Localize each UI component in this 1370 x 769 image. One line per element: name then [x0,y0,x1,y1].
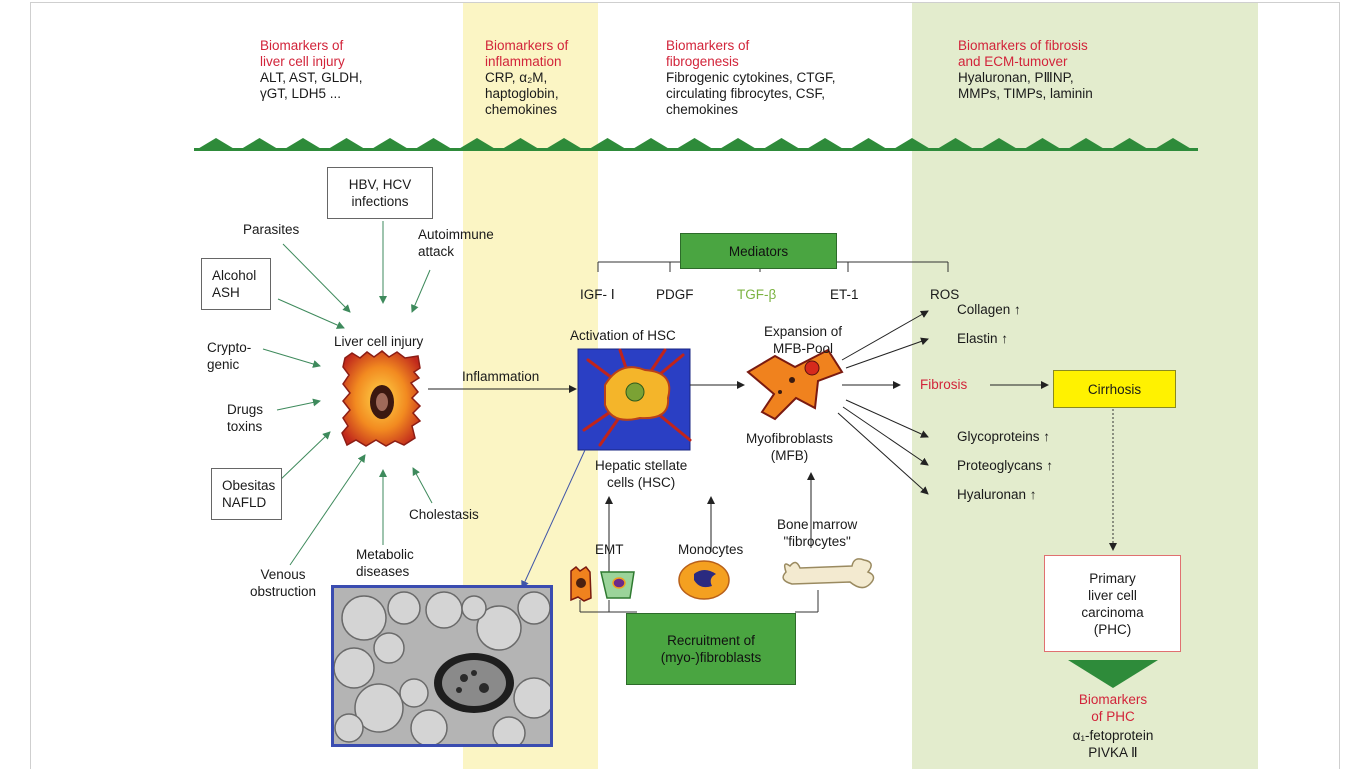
metabolic-label: Metabolic diseases [356,547,414,579]
header-title: Biomarkers of fibrosis and ECM-tumover [958,38,1088,69]
separator-triangle [761,138,802,150]
header-body: ALT, AST, GLDH, γGT, LDH5 ... [260,70,363,101]
mediator-et1: ET-1 [830,287,859,302]
monocyte-image [678,560,730,600]
product-hyaluronan: Hyaluronan ↑ [957,487,1037,502]
separator-triangle [196,138,236,150]
phc-box: Primary liver cell carcinoma (PHC) [1044,555,1181,652]
parasites-label: Parasites [243,222,300,237]
header-title: Biomarkers of fibrogenesis [666,38,750,69]
header-fibrosis-ecm: Biomarkers of fibrosis and ECM-tumover H… [958,38,1093,102]
phc-biomarkers-title: Biomarkers of PHC [1078,692,1148,724]
separator-triangle [239,138,280,150]
emt-label: EMT [595,542,624,557]
header-body: Hyaluronan, PⅢNP, MMPs, TIMPs, laminin [958,70,1093,101]
separator-triangle [457,138,497,150]
product-collagen: Collagen ↑ [957,302,1021,317]
separator-triangle [370,138,410,150]
venous-label: Venous obstruction [250,567,317,599]
hsc-image [577,348,692,451]
product-elastin: Elastin ↑ [957,331,1009,346]
drugs-label: Drugs toxins [227,402,264,434]
alcohol-box: Alcohol ASH [201,258,271,310]
cryptogenic-label: Crypto- genic [207,340,252,372]
header-title: Biomarkers of inflammation [485,38,569,69]
emt-cells-image [570,565,635,602]
fibrosis-label: Fibrosis [920,377,968,392]
separator-triangle [631,138,671,150]
header-body: Fibrogenic cytokines, CTGF, circulating … [666,70,836,117]
header-inflammation: Biomarkers of inflammation CRP, α₂M, hap… [485,38,568,118]
activation-hsc-label: Activation of HSC [570,328,676,343]
myofibroblast-image [746,348,844,421]
separator-triangle [1153,138,1193,150]
separator-triangle [544,138,584,150]
separator-triangle [1022,138,1063,150]
hbv-hcv-box: HBV, HCV infections [327,167,433,219]
product-proteoglycans: Proteoglycans ↑ [957,458,1054,473]
bone-marrow-label: Bone marrow "fibrocytes" [777,517,858,549]
inflammation-label: Inflammation [462,369,540,384]
separator-triangle [587,138,628,150]
hepatic-stellate-label: Hepatic stellate cells (HSC) [595,458,688,490]
separator-triangle [283,138,323,150]
separator-triangle [935,138,976,150]
myofibroblasts-label: Myofibroblasts (MFB) [746,431,834,463]
liver-cell-image [341,350,422,447]
mediator-igf: IGF- Ⅰ [580,287,615,302]
separator-triangle [674,138,715,150]
figure-frame [30,2,1340,769]
bone-image [782,558,875,589]
micrograph-image [331,585,553,747]
separator-triangles [194,138,1198,151]
separator-triangle [1066,138,1106,150]
monocytes-label: Monocytes [678,542,744,557]
phc-biomarkers-body: α₁-fetoprotein PIVKA Ⅱ [1072,728,1154,760]
mediators-box: Mediators [680,233,837,269]
separator-triangle [718,138,758,150]
separator-triangle [892,138,932,150]
separator-triangle [1109,138,1150,150]
header-body: CRP, α₂M, haptoglobin, chemokines [485,70,559,117]
header-liver-injury: Biomarkers of liver cell injury ALT, AST… [260,38,363,102]
separator-triangle [413,138,454,150]
separator-triangle [848,138,889,150]
separator-triangle [326,138,367,150]
product-glycoproteins: Glycoproteins ↑ [957,429,1051,444]
expansion-mfb-label: Expansion of MFB-Pool [764,324,843,356]
autoimmune-label: Autoimmune attack [418,227,494,259]
mediator-ros: ROS [930,287,960,302]
separator-triangle [500,138,541,150]
obesitas-box: Obesitas NAFLD [211,468,282,520]
header-fibrogenesis: Biomarkers of fibrogenesis Fibrogenic cy… [666,38,836,118]
separator-triangle [805,138,845,150]
cirrhosis-box: Cirrhosis [1053,370,1176,408]
recruitment-box: Recruitment of (myo-)fibroblasts [626,613,796,685]
separator-triangle [979,138,1019,150]
phc-marker-triangle [1068,660,1158,688]
header-title: Biomarkers of liver cell injury [260,38,345,69]
mediator-tgf: TGF-β [737,287,777,302]
liver-cell-injury-label: Liver cell injury [334,334,424,349]
mediator-pdgf: PDGF [656,287,694,302]
cholestasis-label: Cholestasis [409,507,479,522]
